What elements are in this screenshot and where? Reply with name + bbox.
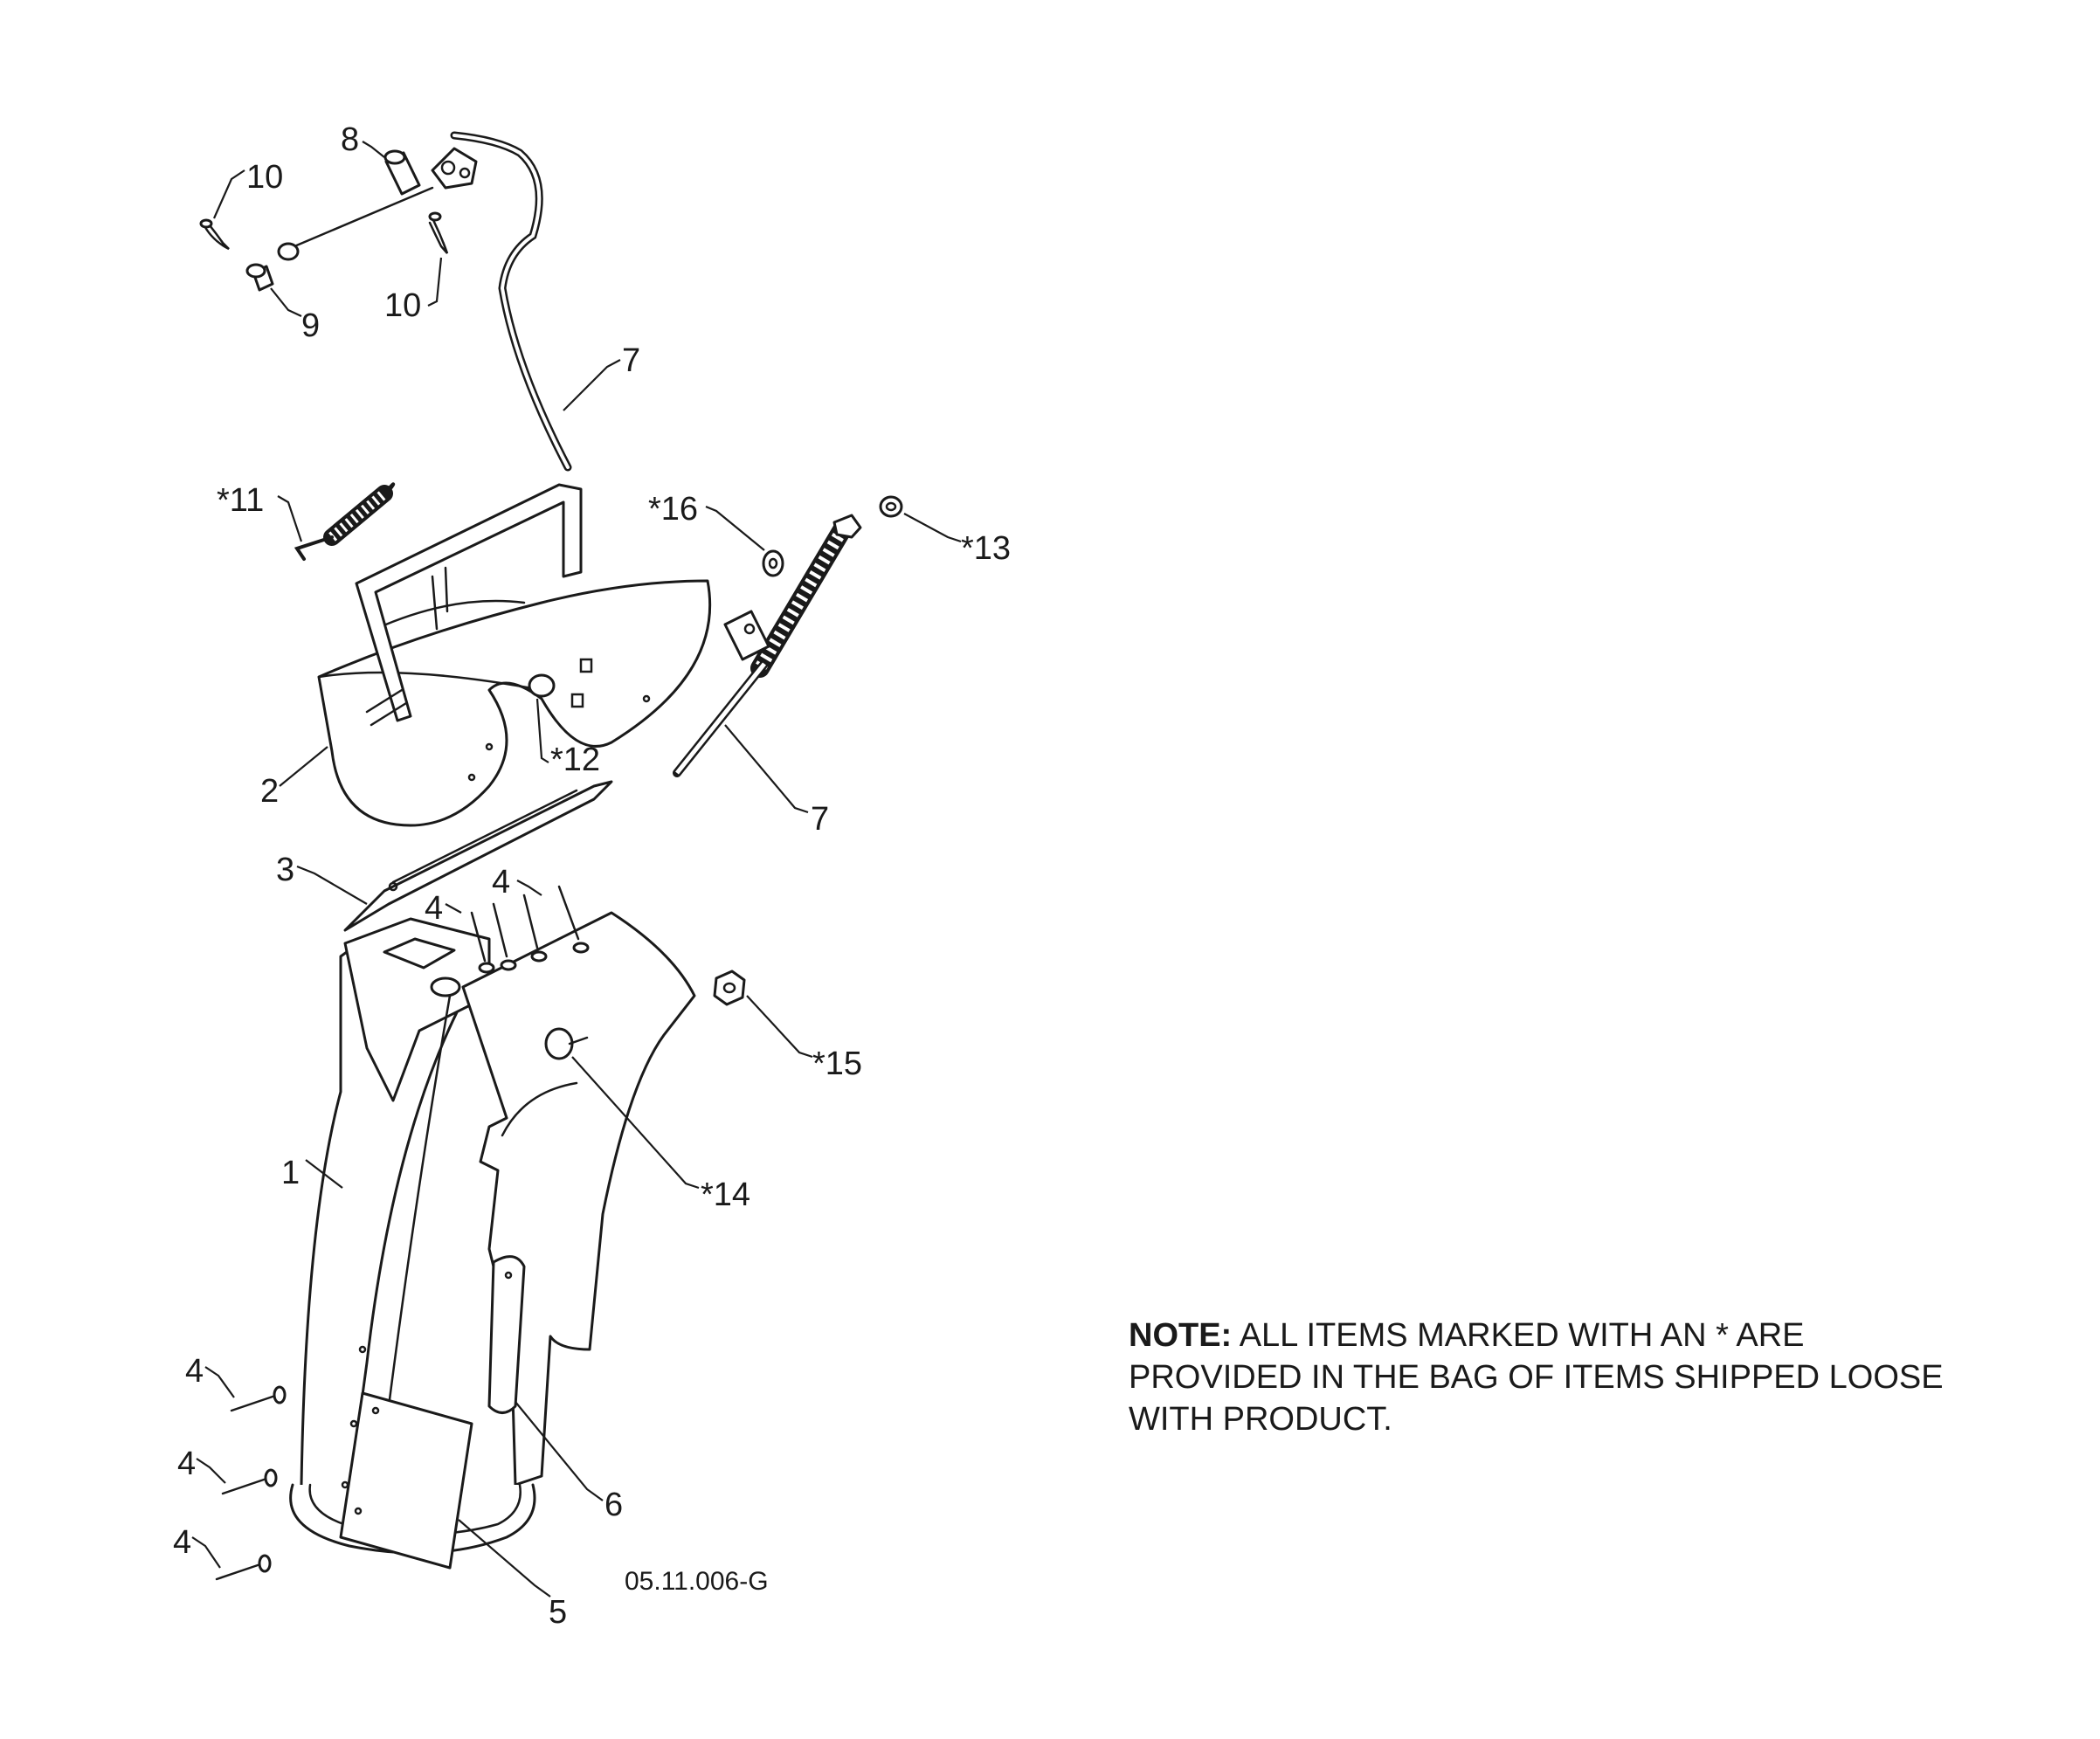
part-14-carriage-bolt (544, 1027, 589, 1060)
part-2-deflector-hood (317, 483, 712, 827)
cable-linkage (277, 147, 478, 261)
callout-15: *15 (812, 1045, 862, 1082)
part-10-hairpin-clip-right (428, 211, 449, 254)
rivet-top-3 (522, 894, 548, 963)
callout-1: 1 (281, 1155, 300, 1191)
part-10-hairpin-clip-left (199, 218, 230, 251)
part-8-pin (383, 149, 421, 196)
callout-4d: 4 (177, 1446, 196, 1482)
rivet-top-4 (557, 885, 590, 954)
callout-9: 9 (301, 307, 320, 344)
part-7-cable (450, 131, 572, 472)
callout-12: *12 (550, 742, 600, 778)
part-1-chute-body (289, 911, 696, 1555)
note-block: NOTE: ALL ITEMS MARKED WITH AN * ARE PRO… (1129, 1315, 2002, 1440)
part-16-washer (762, 549, 784, 577)
callout-4b: 4 (492, 864, 510, 901)
note-line-3: WITH PRODUCT. (1129, 1401, 1392, 1438)
part-11-spring (294, 482, 396, 561)
rivet-top-1 (470, 911, 495, 974)
callout-2: 2 (260, 773, 279, 810)
note-line-1: ALL ITEMS MARKED WITH AN * ARE (1239, 1317, 1805, 1354)
callout-13: *13 (961, 530, 1011, 567)
part-3-deflector-blade (343, 780, 613, 932)
callout-6: 6 (604, 1487, 623, 1523)
leader-lines (191, 141, 962, 1598)
callout-4a: 4 (425, 890, 443, 927)
part-5-lower-plate (339, 1391, 473, 1570)
callout-10a: 10 (246, 159, 283, 196)
callout-8: 8 (341, 121, 359, 158)
callout-11: *11 (217, 482, 264, 519)
callout-14: *14 (701, 1177, 750, 1213)
callout-3: 3 (276, 852, 294, 888)
part-15-nut (713, 970, 746, 1006)
callout-5: 5 (549, 1594, 567, 1631)
part-13-nut (879, 495, 903, 518)
rivet-left-3 (215, 1554, 272, 1581)
drawing-code: 05.11.006-G (625, 1567, 769, 1596)
rivet-left-1 (230, 1385, 287, 1412)
rivet-top-2 (492, 902, 517, 971)
note-heading: NOTE: (1129, 1317, 1233, 1354)
callout-10b: 10 (384, 287, 421, 324)
callout-4e: 4 (173, 1524, 191, 1561)
rivet-left-2 (221, 1468, 278, 1495)
part-6-strip-plate (487, 1255, 526, 1414)
part-4-rivets (215, 885, 590, 1581)
callout-labels: 1 2 3 4 4 4 4 4 5 6 7 7 8 9 10 10 *11 *1… (173, 121, 1011, 1631)
callout-7a: 7 (622, 342, 640, 379)
callout-16: *16 (648, 491, 698, 528)
note-line-2: PROVIDED IN THE BAG OF ITEMS SHIPPED LOO… (1129, 1359, 1944, 1396)
part-9-clevis-pin (245, 263, 274, 292)
callout-7b: 7 (811, 801, 829, 838)
callout-4c: 4 (185, 1353, 204, 1390)
part-7-threaded-rod (673, 514, 862, 777)
